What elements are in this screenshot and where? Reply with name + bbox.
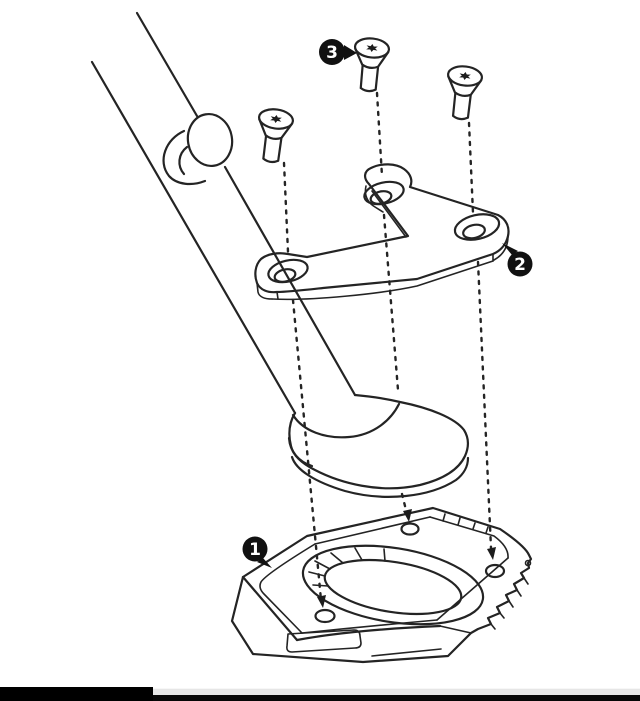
- base-pad: [230, 506, 533, 664]
- pad-hole-center: [400, 522, 420, 536]
- pad-oval-recess: [301, 544, 485, 626]
- callout-1-number: 1: [249, 540, 261, 560]
- callout-badge-1: 1: [242, 536, 272, 568]
- callout-badge-3: 3: [319, 39, 357, 65]
- arrowhead-center: [403, 509, 412, 522]
- leader-line-center: [375, 91, 409, 516]
- arrowhead-left: [317, 595, 326, 608]
- pad-hole-left: [314, 608, 336, 624]
- bracket-plate: [254, 163, 510, 301]
- bracket-hole-top: [363, 180, 405, 206]
- bracket-hole-right: [453, 213, 501, 241]
- pad-hole-right: [484, 563, 506, 579]
- kickstand-foot: [287, 393, 470, 498]
- spring-hook: [162, 129, 207, 186]
- torx-screw-middle: [349, 35, 391, 94]
- kickstand-leg: [90, 11, 357, 415]
- alignment-leader-lines: [282, 91, 496, 608]
- spring-mount-ball: [186, 113, 234, 167]
- callout-badge-2: 2: [502, 243, 533, 277]
- progress-bar-base-strip: [0, 694, 640, 701]
- callout-2-number: 2: [514, 255, 526, 275]
- torx-screw-left: [252, 106, 296, 166]
- arrowhead-right: [487, 547, 496, 560]
- leader-line-right: [467, 121, 493, 550]
- callout-3-number: 3: [326, 43, 338, 63]
- progress-track[interactable]: [153, 688, 640, 695]
- leader-line-left: [282, 161, 323, 602]
- torx-screw-right: [441, 63, 485, 123]
- progress-played: [0, 687, 153, 701]
- bracket-hole-left: [267, 258, 309, 284]
